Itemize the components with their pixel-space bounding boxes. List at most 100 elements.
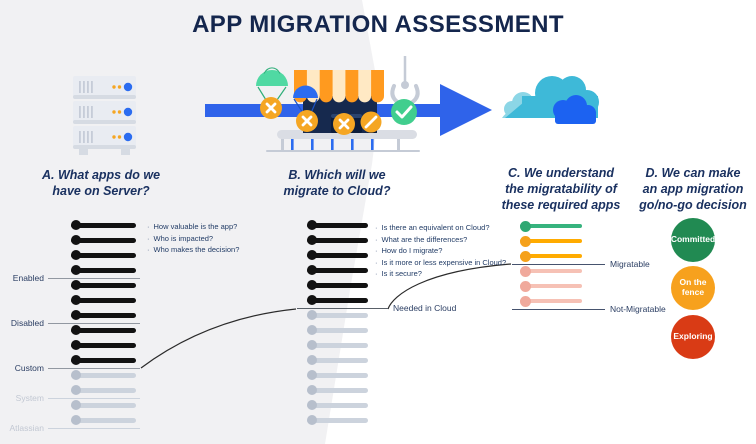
app-bar: [307, 327, 368, 333]
category-label: Atlassian: [9, 423, 45, 433]
app-bar: [71, 222, 136, 228]
app-bar: [307, 267, 368, 273]
app-bar: [71, 252, 136, 258]
app-bar: [520, 253, 582, 259]
app-bar-dot: [519, 235, 531, 247]
category-label: System: [15, 393, 44, 403]
app-bar-dot: [307, 250, 317, 260]
app-bar: [71, 312, 136, 318]
app-bar-dot: [71, 250, 81, 260]
category-divider: [297, 308, 388, 309]
app-bar-dot: [71, 295, 81, 305]
app-bar: [71, 357, 136, 363]
app-bar-dot: [71, 220, 81, 230]
question-item: ·Is it more or less expensive in Cloud?: [375, 257, 507, 267]
question-item: ·Is there an equivalent on Cloud?: [375, 223, 490, 232]
question-item: ·What are the differences?: [375, 234, 468, 244]
decision-badge: Exploring: [671, 315, 715, 359]
app-bar-dot: [307, 235, 317, 245]
app-bar: [520, 238, 582, 244]
cloud-icon: [502, 76, 599, 124]
category-label: Disabled: [10, 318, 44, 328]
app-bar: [307, 282, 368, 288]
app-bar-dot: [71, 370, 81, 380]
app-bar: [307, 372, 368, 378]
app-bar-dot: [71, 340, 81, 350]
app-bar: [71, 402, 136, 408]
app-bar: [520, 223, 582, 229]
app-bar: [307, 297, 368, 303]
app-bar: [71, 342, 136, 348]
app-bar-dot: [71, 355, 81, 365]
app-bar-dot: [71, 235, 81, 245]
category-label: Migratable: [610, 259, 650, 269]
category-divider: [48, 398, 140, 399]
app-bar-dot: [307, 220, 317, 230]
app-bar-dot: [519, 220, 531, 232]
app-bar: [307, 402, 368, 408]
app-bar: [307, 222, 368, 228]
app-bar: [71, 267, 136, 273]
section-b-heading: B. Which will we migrate to Cloud?: [283, 168, 391, 198]
category-divider: [48, 323, 140, 324]
app-bar: [520, 298, 582, 304]
app-bar-dot: [307, 280, 317, 290]
app-bar-dot: [71, 325, 81, 335]
app-bar-dot: [307, 415, 317, 425]
app-bar: [307, 357, 368, 363]
app-bar-dot: [307, 400, 317, 410]
decision-badge: On the fence: [671, 266, 715, 310]
section-c-heading: C. We understand the migratability of th…: [501, 166, 621, 212]
decision-badge: Committed: [671, 218, 715, 262]
bullet-icon: ·: [375, 269, 378, 278]
app-bar: [520, 283, 582, 289]
section-a-heading: A. What apps do we have on Server?: [41, 168, 161, 198]
bullet-icon: ·: [375, 246, 378, 255]
section-b-questions: ·Is there an equivalent on Cloud? ·What a…: [375, 222, 506, 280]
category-divider: [512, 309, 605, 310]
question-item: ·Who makes the decision?: [147, 245, 240, 254]
app-bar-dot: [71, 280, 81, 290]
question-item: ·How valuable is the app?: [147, 222, 238, 231]
app-bar-dot: [71, 310, 81, 320]
app-bar-dot: [71, 265, 81, 275]
category-divider: [48, 278, 140, 279]
category-divider: [48, 368, 140, 369]
app-bar: [71, 387, 136, 393]
bullet-icon: ·: [375, 234, 378, 244]
category-divider: [48, 428, 140, 429]
app-bar: [520, 268, 582, 274]
app-bar: [307, 237, 368, 243]
app-bar: [307, 342, 368, 348]
question-item: ·Is it secure?: [375, 269, 422, 278]
app-bar-dot: [519, 295, 531, 307]
app-bar-dot: [307, 265, 317, 275]
app-bar: [71, 282, 136, 288]
app-bar-dot: [307, 355, 317, 365]
app-bar-dot: [307, 325, 317, 335]
app-bar-dot: [71, 415, 81, 425]
category-label: Not-Migratable: [610, 304, 666, 314]
bullet-icon: ·: [375, 223, 378, 232]
app-bar-dot: [307, 295, 317, 305]
app-bar-dot: [519, 250, 531, 262]
app-bar: [71, 297, 136, 303]
bullet-icon: ·: [375, 257, 378, 267]
app-bar-dot: [519, 280, 531, 292]
app-bar: [71, 237, 136, 243]
app-bar-dot: [519, 265, 531, 277]
app-bar-dot: [307, 310, 317, 320]
app-bar-dot: [71, 385, 81, 395]
app-bar: [71, 327, 136, 333]
app-bar: [307, 417, 368, 423]
app-bar-dot: [307, 385, 317, 395]
page-title: APP MIGRATION ASSESSMENT: [192, 11, 564, 38]
section-d-heading: D. We can make an app migration go/no-go…: [639, 166, 747, 212]
category-label: Needed in Cloud: [393, 303, 457, 313]
section-a-questions: ·How valuable is the app?·Who is impacte…: [147, 221, 239, 256]
app-bar: [71, 372, 136, 378]
bullet-icon: ·: [147, 245, 150, 254]
category-divider: [512, 264, 605, 265]
app-bar: [307, 312, 368, 318]
